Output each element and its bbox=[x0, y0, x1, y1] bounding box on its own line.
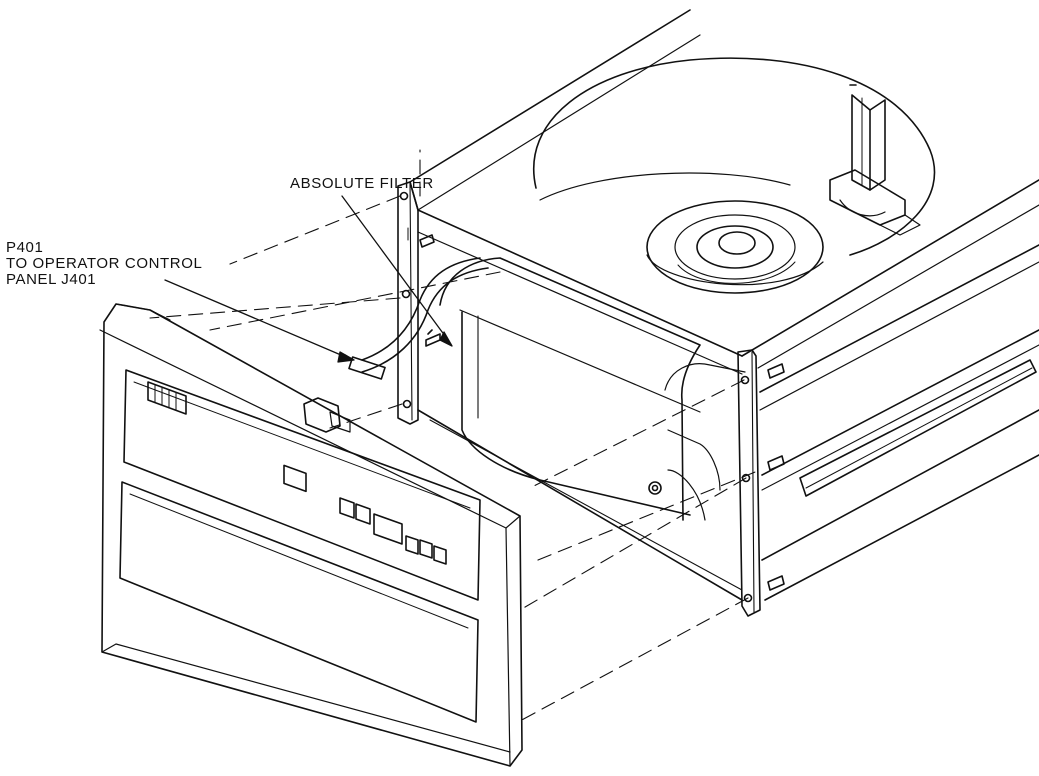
connector-arrowhead bbox=[338, 352, 354, 362]
absolute-filter-unit bbox=[440, 258, 745, 520]
head-actuator bbox=[830, 85, 920, 235]
connector-label-line1: P401 bbox=[6, 239, 44, 256]
filter-leader-line bbox=[342, 196, 448, 340]
ribbon-cable bbox=[345, 258, 488, 379]
mounting-screws bbox=[408, 228, 784, 590]
drive-chassis bbox=[410, 10, 1039, 600]
connector-label-line2: TO OPERATOR CONTROL bbox=[6, 255, 203, 272]
connector-leader-line bbox=[165, 280, 348, 358]
spindle-disk bbox=[534, 58, 935, 293]
alignment-guides bbox=[150, 150, 760, 722]
absolute-filter-label: ABSOLUTE FILTER bbox=[290, 175, 434, 192]
filter-arrowhead bbox=[440, 332, 452, 346]
leader-lines bbox=[165, 196, 452, 362]
connector-label-line3: PANEL J401 bbox=[6, 271, 97, 288]
front-frame bbox=[398, 182, 760, 616]
front-bezel bbox=[100, 304, 522, 766]
connector-callout: P401 TO OPERATOR CONTROL PANEL J401 bbox=[6, 240, 202, 288]
